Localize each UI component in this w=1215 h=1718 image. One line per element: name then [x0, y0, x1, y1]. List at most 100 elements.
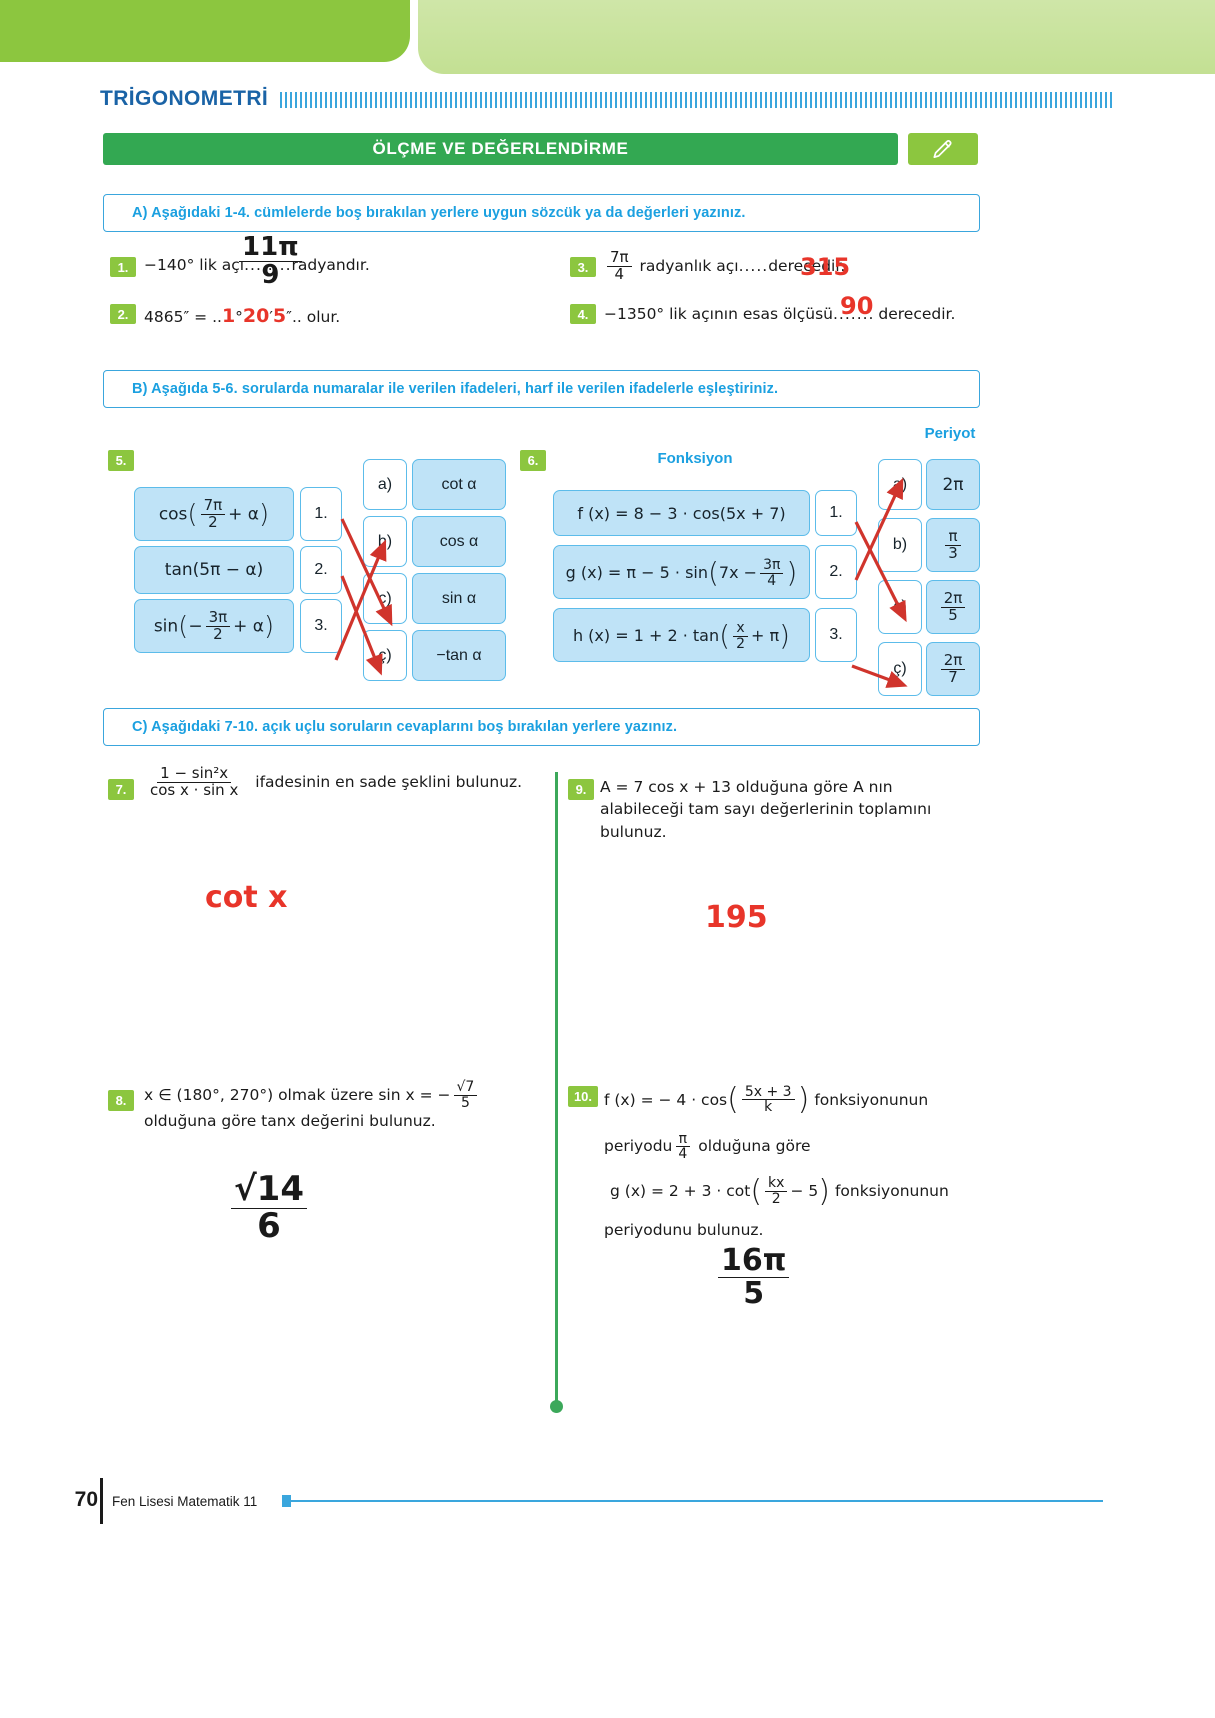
- m5e1-den: 2: [208, 512, 218, 531]
- column-divider: [555, 772, 558, 1406]
- footer-book-title: Fen Lisesi Matematik 11: [112, 1494, 258, 1509]
- m6e2-fn: g (x) = π − 5 · sin: [565, 562, 708, 582]
- match5-left-box-3[interactable]: sin(− 3π 2 + α): [134, 599, 294, 653]
- answer-2-seconds: 5: [272, 305, 287, 327]
- m6v-cc-num: 2π: [940, 652, 966, 670]
- q10-l2-den: 4: [678, 1146, 688, 1163]
- m6v-cc-den: 7: [948, 667, 958, 686]
- question-2-after: .. olur.: [291, 308, 341, 326]
- page-number: 70: [74, 1488, 98, 1511]
- match6-column-title-function: Fonksiyon: [657, 450, 733, 467]
- match5-right-value-b[interactable]: cos α: [412, 516, 506, 567]
- match5-left-num-2[interactable]: 2.: [300, 546, 342, 594]
- match5-expr-3: sin(− 3π 2 + α): [153, 607, 275, 643]
- match6-right-letter-a[interactable]: a): [878, 459, 922, 510]
- question-number-1: 1.: [110, 257, 136, 277]
- q10-line4: periyodunu bulunuz.: [604, 1221, 764, 1240]
- q10-line1-b: fonksiyonunun: [814, 1090, 929, 1109]
- question-number-7: 7.: [108, 779, 134, 800]
- question-number-5: 5.: [108, 450, 134, 471]
- q2-unit-min: ′: [269, 308, 273, 326]
- m6e2-den: 4: [767, 572, 777, 589]
- q10-line3-a: g (x) = 2 + 3 · cot: [610, 1182, 751, 1201]
- match6-expr-1: f (x) = 8 − 3 · cos(5x + 7): [577, 503, 786, 523]
- question-4-after: . derecedir.: [868, 305, 956, 323]
- match6-right-letter-c-cedilla[interactable]: ç): [878, 642, 922, 696]
- question-3-blank: .....: [738, 256, 769, 275]
- answer-9: 195: [705, 900, 768, 935]
- question-4-blank: ......: [832, 305, 869, 323]
- match6-left-box-3[interactable]: h (x) = 1 + 2 · tan( x 2 + π): [553, 608, 810, 662]
- question-2-before: 4865″ = ..: [144, 308, 222, 326]
- m5e1-op: + α: [228, 504, 260, 524]
- match5-right-letter-c-cedilla[interactable]: ç): [363, 630, 407, 681]
- answer-2-degrees: 1: [221, 305, 236, 327]
- question-3-frac-num: 7π: [607, 249, 632, 267]
- q10-line3-b: fonksiyonunun: [834, 1182, 949, 1201]
- match5-left-num-3[interactable]: 3.: [300, 599, 342, 653]
- question-10: f (x) = − 4 · cos( 5x + 3 k )fonksiyonun…: [604, 1078, 979, 1242]
- match6-left-box-2[interactable]: g (x) = π − 5 · sin(7x − 3π 4 ): [553, 545, 810, 599]
- q10-line2-b: olduğuna göre: [698, 1137, 811, 1156]
- m5e3-minus: −: [188, 616, 203, 636]
- match6-right-value-c[interactable]: 2π 5: [926, 580, 980, 634]
- q10-l1-den: k: [764, 1099, 773, 1116]
- match6-left-num-3[interactable]: 3.: [815, 608, 857, 662]
- match5-right-value-c[interactable]: sin α: [412, 573, 506, 624]
- q10-l2-num: π: [675, 1131, 691, 1148]
- answer-1-numerator: 11π: [239, 233, 302, 263]
- answer-7: cot x: [205, 880, 288, 915]
- q2-unit-deg: °: [235, 308, 243, 326]
- pencil-icon: [908, 133, 978, 165]
- match5-right-letter-a[interactable]: a): [363, 459, 407, 510]
- question-4-before: −1350° lik açının esas ölçüsü: [604, 305, 833, 323]
- match5-left-box-2[interactable]: tan(5π − α): [134, 546, 294, 594]
- match6-right-value-b[interactable]: π 3: [926, 518, 980, 572]
- q2-unit-sec: ″: [286, 308, 292, 326]
- match6-left-num-1[interactable]: 1.: [815, 490, 857, 536]
- match6-left-num-2[interactable]: 2.: [815, 545, 857, 599]
- question-8: x ∈ (180°, 270°) olmak üzere sin x = − √…: [144, 1080, 524, 1133]
- match5-right-value-a[interactable]: cot α: [412, 459, 506, 510]
- question-3-frac-den: 4: [614, 264, 625, 283]
- m6v-b-num: π: [945, 528, 961, 546]
- match5-right-value-c-cedilla[interactable]: −tan α: [412, 630, 506, 681]
- chapter-title: TRİGONOMETRİ: [100, 87, 269, 110]
- match5-right-letter-b[interactable]: b): [363, 516, 407, 567]
- footer-horizontal-rule: [288, 1500, 1103, 1502]
- question-3-after: derecedir.: [768, 256, 846, 275]
- answer-1-denominator: 9: [261, 260, 280, 291]
- q9-line2: alabileceği tam sayı değerlerinin toplam…: [600, 800, 932, 819]
- match6-right-value-c-cedilla[interactable]: 2π 7: [926, 642, 980, 696]
- m6e2-num: 3π: [760, 558, 784, 574]
- question-1-text: −140° lik açı........radyandır.: [144, 254, 544, 276]
- instruction-a: A) Aşağıdaki 1-4. cümlelerde boş bırakıl…: [103, 194, 980, 232]
- q8-line1-a: x ∈ (180°, 270°) olmak üzere sin x = −: [144, 1085, 451, 1104]
- question-number-6: 6.: [520, 450, 546, 471]
- match6-right-letter-b[interactable]: b): [878, 518, 922, 572]
- match5-right-letter-c[interactable]: c): [363, 573, 407, 624]
- match5-left-num-1[interactable]: 1.: [300, 487, 342, 541]
- match6-right-letter-c[interactable]: c): [878, 580, 922, 634]
- section-banner: ÖLÇME VE DEĞERLENDİRME: [103, 133, 898, 165]
- m6e3-den: 2: [736, 635, 745, 652]
- m6e3-num: x: [733, 621, 748, 637]
- answer-10-den: 5: [743, 1275, 765, 1311]
- answer-10-num: 16π: [718, 1245, 790, 1278]
- banner-title: ÖLÇME VE DEĞERLENDİRME: [372, 139, 629, 158]
- match6-right-value-a[interactable]: 2π: [926, 459, 980, 510]
- question-number-3: 3.: [570, 257, 596, 277]
- answer-10: 16π 5: [715, 1245, 792, 1309]
- match6-left-box-1[interactable]: f (x) = 8 − 3 · cos(5x + 7): [553, 490, 810, 536]
- m5e3-den: 2: [213, 624, 223, 643]
- match6-expr-2: g (x) = π − 5 · sin(7x − 3π 4 ): [565, 555, 798, 589]
- m6v-a: 2π: [942, 474, 964, 495]
- q7-frac-den: cos x · sin x: [150, 780, 239, 799]
- question-number-10: 10.: [568, 1086, 598, 1107]
- m5e3-num: 3π: [205, 609, 231, 627]
- instruction-b: B) Aşağıda 5-6. sorularda numaralar ile …: [103, 370, 980, 408]
- footer-tick-marker: [282, 1495, 291, 1507]
- answer-4: 90: [840, 292, 874, 320]
- match5-left-box-1[interactable]: cos( 7π 2 + α): [134, 487, 294, 541]
